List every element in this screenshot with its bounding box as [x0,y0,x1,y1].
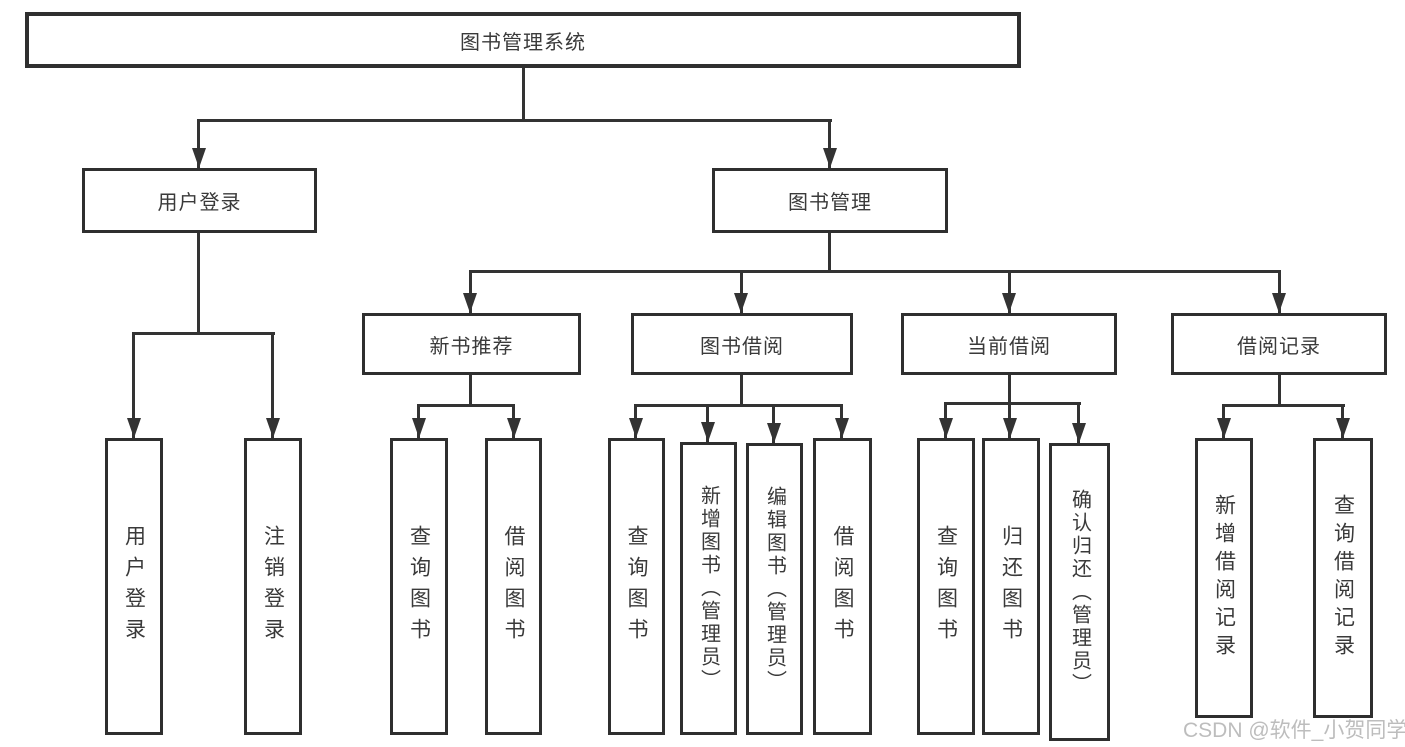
connector-drop [1077,402,1080,443]
connector-drop [740,270,743,313]
connector-drop [469,270,472,313]
arrow-down-icon [507,418,521,438]
arrow-down-icon [1002,293,1016,313]
leaf-label: 编辑图书（管理员） [763,485,786,693]
node-user-login-label: 用户登录 [157,192,242,214]
leaf-label: 查询图书 [934,524,958,649]
arrow-down-icon [629,418,643,438]
arrow-down-icon [939,418,953,438]
connector-root-bar [197,119,832,122]
leaf-label: 用户登录 [122,524,146,649]
leaf-label: 借阅图书 [831,524,854,649]
csdn-watermark: CSDN @软件_小贺同学 [1183,719,1405,742]
arrow-down-icon [1336,418,1350,438]
leaf-label: 确认归还（管理员） [1068,488,1091,696]
arrow-down-icon [1003,418,1017,438]
node-borrow-records: 借阅记录 [1171,313,1387,375]
connector-bar [944,402,1081,405]
leaf-label: 归还图书 [999,524,1023,649]
node-new-book-rec: 新书推荐 [362,313,581,375]
node-root-label: 图书管理系统 [460,31,586,54]
connector-userlogin-stem [197,233,200,335]
leaf-label: 借阅图书 [502,524,525,649]
node-current-borrow-label: 当前借阅 [967,335,1051,358]
connector-stem [740,375,743,406]
leaf-label: 新增图书（管理员） [697,485,720,692]
leaf-user-login: 用户登录 [105,438,163,735]
leaf-confirm-return-admin: 确认归还（管理员） [1049,443,1110,741]
arrow-down-icon [266,418,280,438]
leaf-query-books: 查询图书 [390,438,448,735]
arrow-down-icon [192,148,206,168]
node-user-login: 用户登录 [82,168,317,233]
node-book-borrow-label: 图书借阅 [700,335,784,358]
arrow-down-icon [1072,423,1086,443]
arrow-down-icon [127,418,141,438]
leaf-label: 注销登录 [261,524,285,649]
connector-drop [132,332,135,438]
node-book-mgmt-label: 图书管理 [788,192,872,214]
connector-bookmgmt-stem [828,233,831,273]
connector-drop-book-mgmt [828,119,831,168]
connector-drop [1278,270,1281,313]
connector-drop [1008,270,1011,313]
leaf-query-books: 查询图书 [608,438,665,735]
arrow-down-icon [463,293,477,313]
leaf-label: 查询借阅记录 [1331,494,1355,662]
leaf-return-books: 归还图书 [982,438,1040,735]
node-book-borrow: 图书借阅 [631,313,853,375]
leaf-edit-books-admin: 编辑图书（管理员） [746,443,803,735]
connector-stem [469,375,472,406]
node-new-book-rec-label: 新书推荐 [429,335,514,358]
leaf-query-borrow-record: 查询借阅记录 [1313,438,1373,718]
leaf-add-borrow-record: 新增借阅记录 [1195,438,1253,718]
arrow-down-icon [734,293,748,313]
node-current-borrow: 当前借阅 [901,313,1117,375]
connector-drop-user-login [197,119,200,168]
arrow-down-icon [1272,293,1286,313]
arrow-down-icon [767,423,781,443]
connector-bookmgmt-bar [469,270,1281,273]
arrow-down-icon [412,418,426,438]
connector-userlogin-bar [132,332,275,335]
leaf-label: 查询图书 [625,524,648,649]
connector-bar [417,404,515,407]
leaf-add-books-admin: 新增图书（管理员） [680,442,737,735]
arrow-down-icon [823,148,837,168]
node-book-mgmt: 图书管理 [712,168,948,233]
arrow-down-icon [1217,418,1231,438]
connector-root-stem [522,68,525,121]
node-root: 图书管理系统 [25,12,1021,68]
connector-drop [271,332,274,438]
connector-stem [1008,375,1011,404]
leaf-label: 查询图书 [407,524,431,649]
leaf-borrow-books: 借阅图书 [485,438,542,735]
leaf-borrow-books: 借阅图书 [813,438,872,735]
arrow-down-icon [701,422,715,442]
node-borrow-records-label: 借阅记录 [1237,335,1321,358]
leaf-query-books: 查询图书 [917,438,975,735]
connector-stem [1278,375,1281,406]
leaf-label: 新增借阅记录 [1212,494,1236,662]
connector-bar [634,404,843,407]
connector-bar [1222,404,1345,407]
arrow-down-icon [835,418,849,438]
leaf-logout: 注销登录 [244,438,302,735]
